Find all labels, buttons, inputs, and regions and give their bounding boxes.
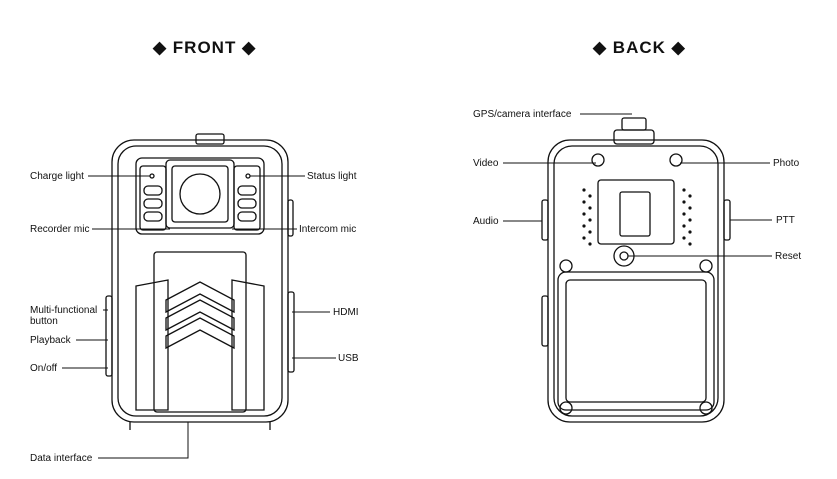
label-video: Video <box>473 158 499 169</box>
label-gps-camera-interface: GPS/camera interface <box>473 109 572 120</box>
label-charge-light: Charge light <box>30 171 84 182</box>
label-hdmi: HDMI <box>333 307 359 318</box>
label-data-interface: Data interface <box>30 453 93 464</box>
back-speaker-holes <box>582 188 692 246</box>
label-on-off: On/off <box>30 363 58 374</box>
label-multi-functional-line1: Multi-functional <box>30 305 98 316</box>
label-status-light: Status light <box>307 171 357 182</box>
label-usb: USB <box>338 353 359 364</box>
front-leader-lines <box>62 175 336 459</box>
label-reset: Reset <box>775 251 802 262</box>
label-photo: Photo <box>773 158 800 169</box>
label-ptt: PTT <box>776 215 795 226</box>
front-title: ◆ FRONT ◆ <box>153 38 257 57</box>
label-intercom-mic: Intercom mic <box>299 224 357 235</box>
back-device-drawing <box>541 117 731 423</box>
label-audio: Audio <box>473 216 499 227</box>
back-title: ◆ BACK ◆ <box>593 38 686 57</box>
label-multi-functional-line2: button <box>30 316 58 327</box>
back-leader-lines <box>503 113 772 257</box>
label-playback: Playback <box>30 335 71 346</box>
label-recorder-mic: Recorder mic <box>30 224 90 235</box>
front-device-drawing <box>105 133 295 430</box>
